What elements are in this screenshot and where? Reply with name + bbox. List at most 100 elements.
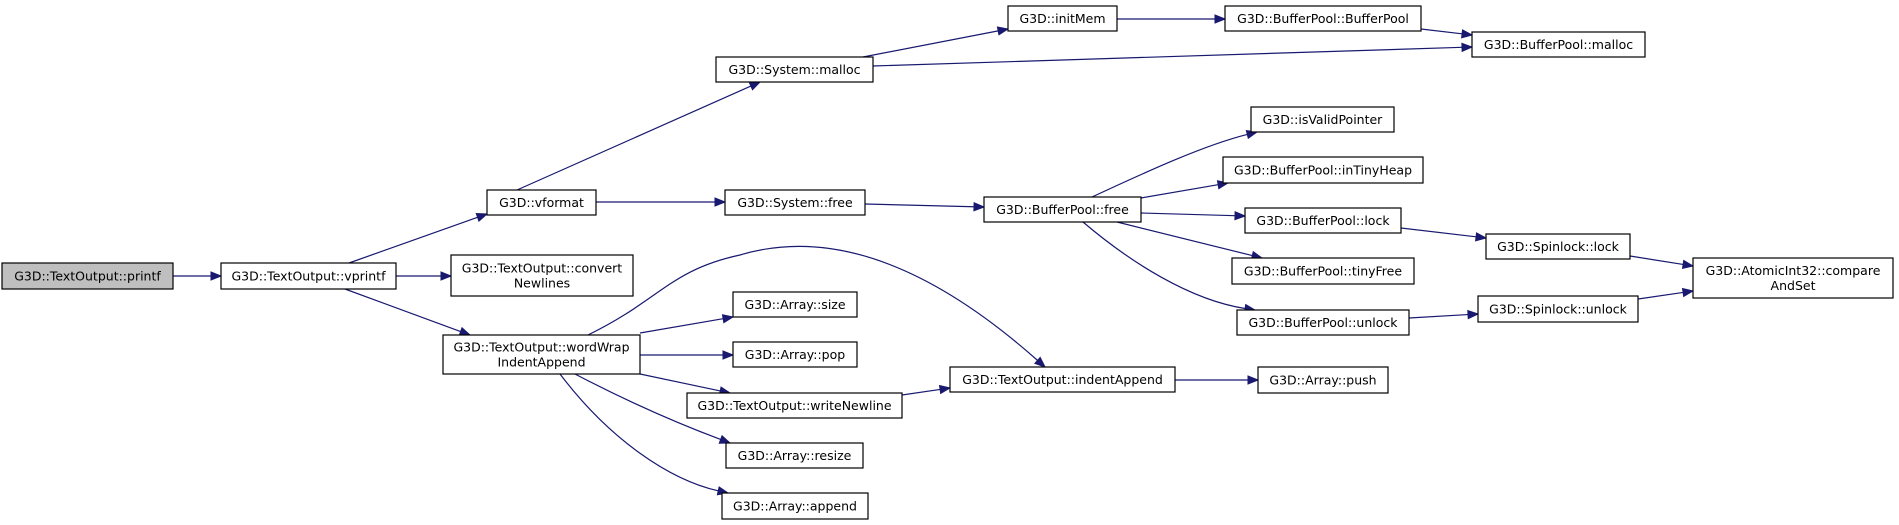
node-label: G3D::Array::resize — [738, 448, 852, 463]
node-box[interactable] — [949, 366, 1176, 393]
node-systemFree[interactable]: G3D::System::free — [724, 189, 866, 216]
edge-line — [1637, 291, 1684, 300]
node-box[interactable] — [1244, 207, 1402, 234]
node-writeNewline[interactable]: G3D::TextOutput::writeNewline — [686, 392, 903, 419]
node-box[interactable] — [724, 189, 866, 216]
edge-systemMalloc-to-bufferPoolMalloc — [872, 42, 1474, 67]
node-box[interactable] — [721, 492, 869, 520]
edge-line — [1116, 221, 1253, 257]
node-label: G3D::TextOutput::wordWrap — [453, 340, 629, 355]
edge-bufferPoolLock-to-spinlockLock — [1400, 227, 1488, 242]
node-arrayPop[interactable]: G3D::Array::pop — [732, 341, 858, 368]
node-box[interactable] — [450, 254, 634, 297]
node-inTinyHeap[interactable]: G3D::BufferPool::inTinyHeap — [1222, 156, 1424, 184]
node-box[interactable] — [1485, 233, 1631, 260]
node-box[interactable] — [1224, 5, 1422, 32]
node-initMem[interactable]: G3D::initMem — [1007, 5, 1118, 32]
node-box[interactable] — [1236, 309, 1410, 336]
node-spinlockUnlock[interactable]: G3D::Spinlock::unlock — [1477, 295, 1639, 323]
arrowhead-icon — [973, 201, 986, 212]
edge-bufferPoolFree-to-tinyFree — [1116, 221, 1264, 261]
edge-wordWrapIndentAppend-to-arrayAppend — [559, 373, 730, 496]
edge-bufferPoolFree-to-inTinyHeap — [1140, 180, 1230, 199]
node-box[interactable] — [1231, 257, 1415, 285]
arrowhead-icon — [996, 26, 1010, 36]
edge-systemMalloc-to-initMem — [862, 26, 1010, 58]
node-bufferPoolMalloc[interactable]: G3D::BufferPool::malloc — [1471, 31, 1646, 58]
node-box[interactable] — [725, 442, 864, 469]
node-box[interactable] — [1477, 295, 1639, 323]
edge-line — [559, 373, 719, 492]
node-indentAppend[interactable]: G3D::TextOutput::indentAppend — [949, 366, 1176, 393]
node-bufferPoolUnlock[interactable]: G3D::BufferPool::unlock — [1236, 309, 1410, 336]
node-box[interactable] — [1250, 106, 1395, 133]
edge-printf-to-vprintf — [173, 271, 223, 281]
node-label: G3D::initMem — [1019, 11, 1105, 26]
node-box[interactable] — [1007, 5, 1118, 32]
node-vformat[interactable]: G3D::vformat — [486, 189, 597, 216]
arrowhead-icon — [458, 326, 472, 336]
edge-line — [639, 373, 721, 392]
node-label: G3D::BufferPool::lock — [1256, 213, 1390, 228]
root-node-box[interactable] — [1, 262, 174, 290]
edge-line — [574, 373, 721, 441]
node-box[interactable] — [1257, 366, 1389, 394]
node-box[interactable] — [715, 56, 874, 83]
node-box[interactable] — [220, 262, 397, 290]
edge-bufferPoolCtor-to-bufferPoolMalloc — [1420, 28, 1474, 39]
node-label: G3D::vformat — [499, 195, 584, 210]
node-bufferPoolLock[interactable]: G3D::BufferPool::lock — [1244, 207, 1402, 234]
node-box[interactable] — [442, 334, 641, 375]
arrowhead-icon — [1475, 232, 1488, 242]
node-printf[interactable]: G3D::TextOutput::printf — [1, 262, 174, 290]
node-arrayPush[interactable]: G3D::Array::push — [1257, 366, 1389, 394]
node-box[interactable] — [1222, 156, 1424, 184]
node-box[interactable] — [732, 291, 858, 318]
node-tinyFree[interactable]: G3D::BufferPool::tinyFree — [1231, 257, 1415, 285]
node-bufferPoolCtor[interactable]: G3D::BufferPool::BufferPool — [1224, 5, 1422, 32]
node-label: G3D::System::malloc — [728, 62, 860, 77]
edge-line — [1091, 133, 1248, 198]
node-label: G3D::BufferPool::free — [996, 202, 1129, 217]
edge-wordWrapIndentAppend-to-arrayPop — [640, 350, 735, 360]
edges-layer — [173, 14, 1695, 496]
node-box[interactable] — [686, 392, 903, 419]
node-label: G3D::BufferPool::BufferPool — [1237, 11, 1409, 26]
node-bufferPoolFree[interactable]: G3D::BufferPool::free — [983, 196, 1142, 223]
node-label: G3D::Array::append — [733, 499, 857, 514]
node-box[interactable] — [983, 196, 1142, 223]
arrowhead-icon — [938, 384, 952, 395]
edge-line — [587, 245, 1038, 361]
node-label: G3D::Spinlock::unlock — [1489, 302, 1627, 317]
node-spinlockLock[interactable]: G3D::Spinlock::lock — [1485, 233, 1631, 260]
node-label: G3D::TextOutput::convert — [462, 261, 622, 276]
arrowhead-icon — [1034, 356, 1047, 368]
edge-line — [1082, 221, 1246, 310]
node-box[interactable] — [1692, 257, 1894, 299]
node-arraySize[interactable]: G3D::Array::size — [732, 291, 858, 318]
node-box[interactable] — [486, 189, 597, 216]
node-label: G3D::TextOutput::vprintf — [232, 269, 387, 284]
node-label: G3D::BufferPool::malloc — [1484, 37, 1633, 52]
arrowhead-icon — [1461, 42, 1474, 53]
arrowhead-icon — [210, 271, 223, 281]
node-arrayAppend[interactable]: G3D::Array::append — [721, 492, 869, 520]
arrowhead-icon — [1461, 29, 1474, 39]
edge-bufferPoolFree-to-bufferPoolUnlock — [1082, 221, 1257, 314]
edge-vprintf-to-convertNewlines — [396, 271, 453, 281]
arrowhead-icon — [1467, 309, 1480, 320]
edge-indentAppend-to-arrayPush — [1175, 375, 1260, 385]
node-arrayResize[interactable]: G3D::Array::resize — [725, 442, 864, 469]
node-vprintf[interactable]: G3D::TextOutput::vprintf — [220, 262, 397, 290]
node-label: G3D::System::free — [737, 195, 853, 210]
node-systemMalloc[interactable]: G3D::System::malloc — [715, 56, 874, 83]
arrowhead-icon — [1247, 375, 1260, 385]
node-label: G3D::Array::pop — [745, 347, 845, 362]
node-isValidPointer[interactable]: G3D::isValidPointer — [1250, 106, 1395, 133]
node-box[interactable] — [732, 341, 858, 368]
node-box[interactable] — [1471, 31, 1646, 58]
